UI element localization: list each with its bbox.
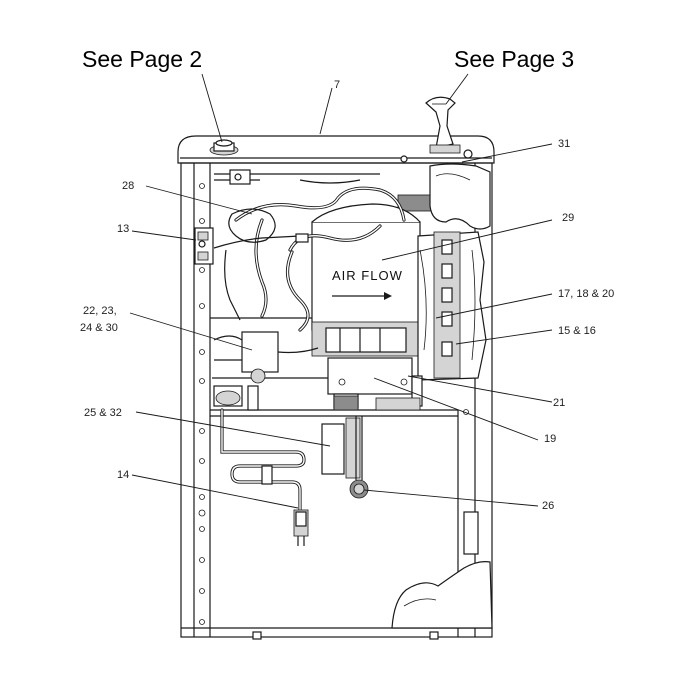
callout-29[interactable]: 29 [562, 212, 574, 224]
cabinet-top [177, 96, 495, 164]
callout-17-18-20[interactable]: 17, 18 & 20 [558, 288, 614, 300]
cutaway-top-right [429, 163, 491, 230]
callout-15-16[interactable]: 15 & 16 [558, 325, 596, 337]
wiring-harness [213, 186, 406, 332]
callout-22-23[interactable]: 22, 23, [83, 305, 117, 317]
callout-24-30[interactable]: 24 & 30 [80, 322, 118, 334]
leader-lines [129, 73, 553, 509]
callout-26[interactable]: 26 [542, 500, 554, 512]
cold-water-tank [321, 395, 361, 479]
air-flow-label: AIR FLOW [332, 268, 403, 283]
power-cord [213, 385, 309, 546]
callout-7[interactable]: 7 [334, 79, 340, 91]
drain-grommet [349, 416, 369, 499]
see-page-3-reference[interactable]: See Page 3 [454, 46, 574, 72]
callout-13[interactable]: 13 [117, 223, 129, 235]
control-switch [194, 227, 214, 265]
callout-31[interactable]: 31 [558, 138, 570, 150]
callout-25-32[interactable]: 25 & 32 [84, 407, 122, 419]
callout-14[interactable]: 14 [117, 469, 129, 481]
callout-19[interactable]: 19 [544, 433, 556, 445]
cutaway-bottom-right [391, 561, 493, 629]
see-page-2-reference[interactable]: See Page 2 [82, 46, 202, 72]
condenser-assembly [417, 231, 487, 381]
callout-21[interactable]: 21 [553, 397, 565, 409]
thermostat-box [213, 331, 319, 411]
callout-28[interactable]: 28 [122, 180, 134, 192]
